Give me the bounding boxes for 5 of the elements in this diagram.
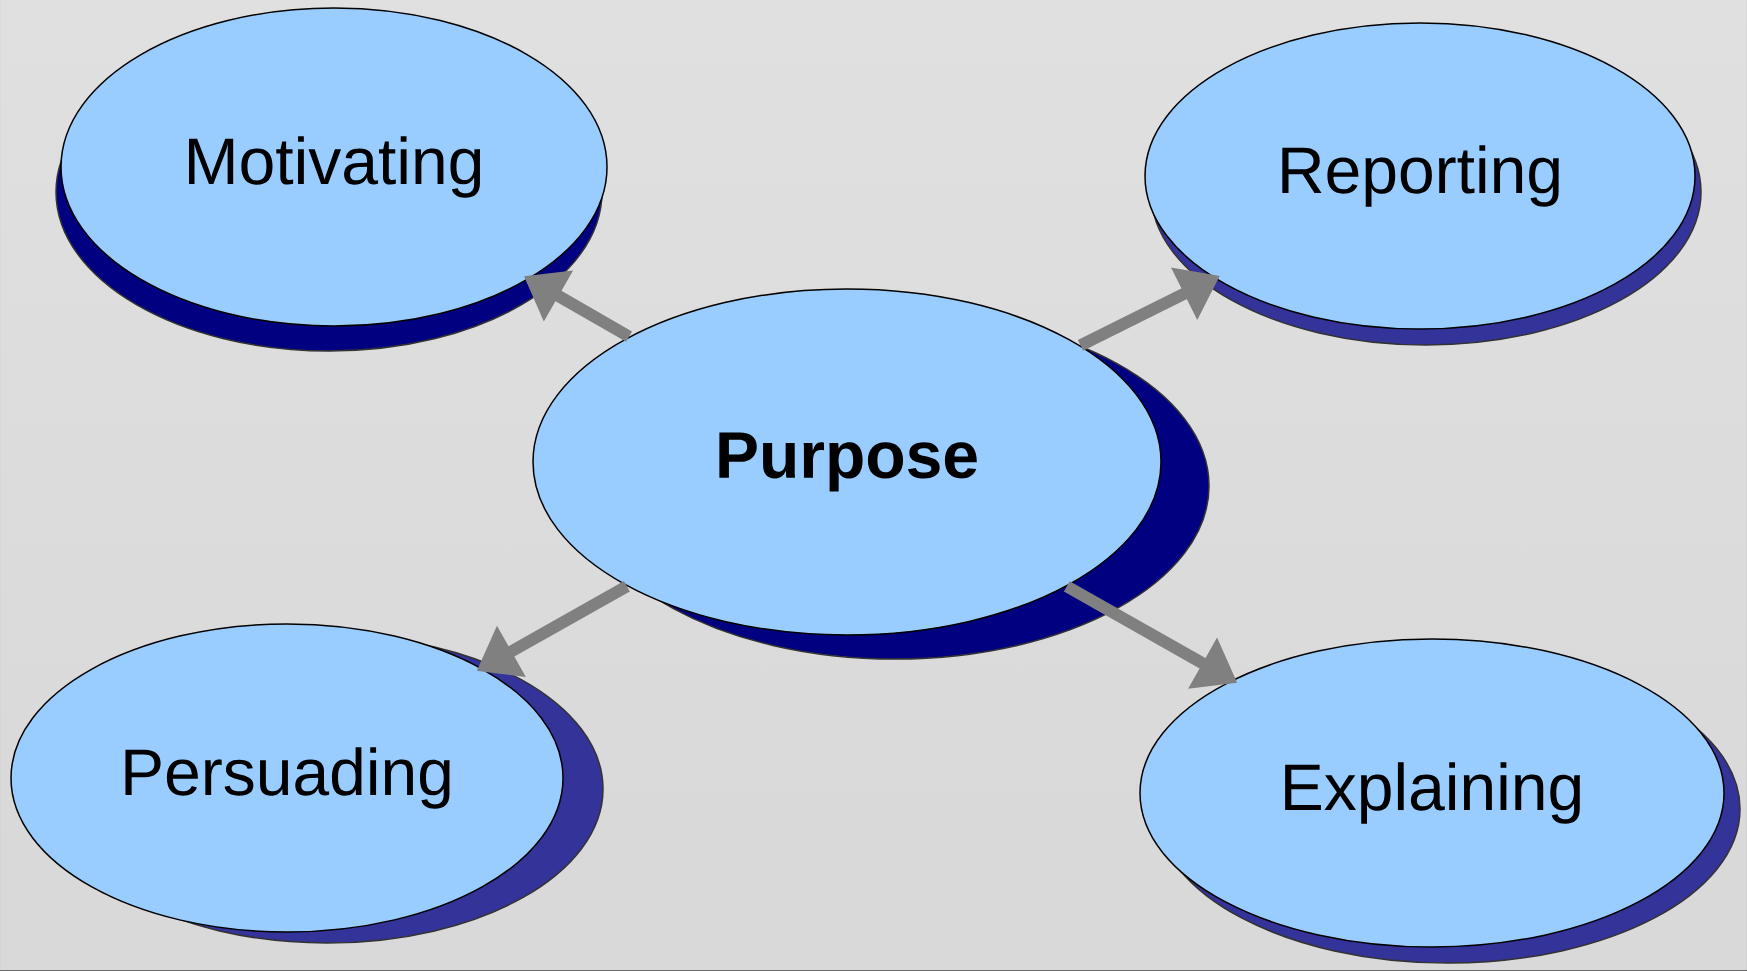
ellipse-node: Purpose — [532, 288, 1210, 660]
ellipse-node: Motivating — [55, 7, 608, 352]
ellipse-node: Reporting — [1144, 22, 1702, 346]
ellipse-node: Explaining — [1139, 638, 1741, 964]
ellipse-node: Persuading — [10, 623, 604, 944]
